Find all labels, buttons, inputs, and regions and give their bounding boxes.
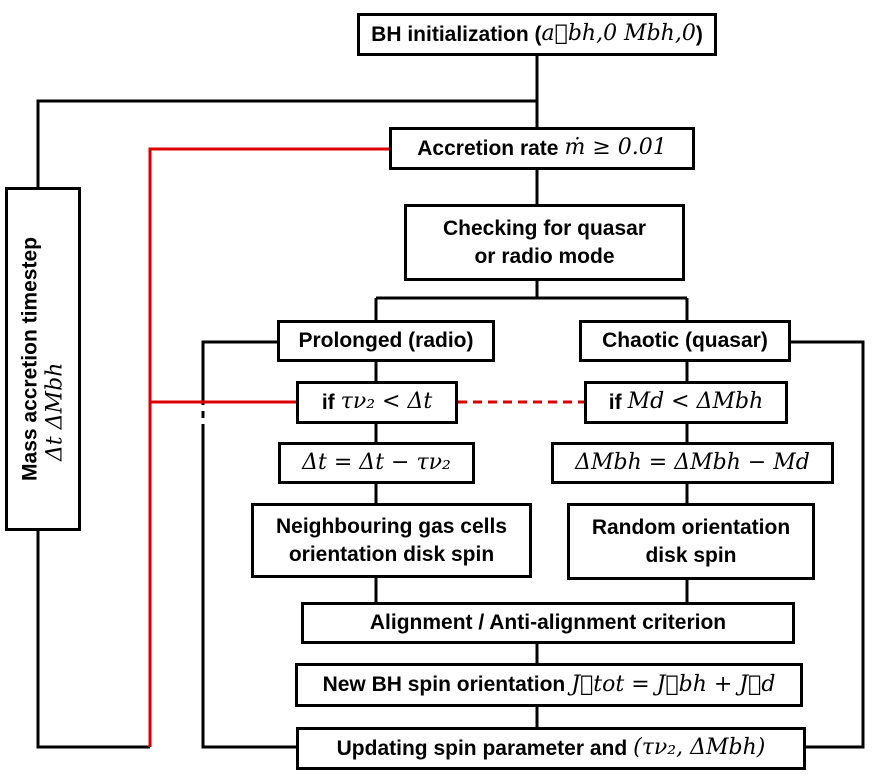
checking-line1: Checking for quasar — [442, 217, 647, 241]
prolonged-radio-box: Prolonged (radio) — [277, 320, 495, 362]
dm-update-math: ΔMbh = ΔMbh − Md — [575, 449, 810, 475]
chaotic-quasar-box: Chaotic (quasar) — [579, 320, 791, 362]
connector-timestep-bottom — [36, 531, 150, 749]
accretion-rate-label: Accretion rate — [417, 136, 559, 160]
alignment-label: Alignment / Anti-alignment criterion — [369, 611, 727, 635]
new-spin-math: J⃗tot = J⃗bh + J⃗d — [571, 671, 776, 697]
bh-init-math: a⃗bh,0 Mbh,0 — [541, 21, 696, 47]
updating-spin-box: Updating spin parameter and (τν₂, ΔMbh) — [296, 727, 806, 770]
mass-timestep-math: Δt ΔMbh — [42, 362, 68, 461]
updating-label: Updating spin parameter and — [336, 736, 628, 760]
if-tau-label: if — [321, 390, 335, 414]
dt-update-box: Δt = Δt − τν₂ — [278, 442, 475, 484]
alignment-criterion-box: Alignment / Anti-alignment criterion — [301, 602, 795, 644]
connector-prolonged-loop-bottom — [201, 428, 296, 749]
chaotic-label: Chaotic (quasar) — [602, 329, 768, 353]
prolonged-label: Prolonged (radio) — [298, 329, 474, 353]
neighbouring-line1: Neighbouring gas cells — [275, 515, 508, 539]
connector-chaotic-loop — [791, 340, 865, 749]
connector-prolonged-loop-top — [201, 340, 279, 398]
mass-timestep-text: Mass accretion timestep Δt ΔMbh — [19, 237, 68, 481]
dm-update-box: ΔMbh = ΔMbh − Md — [551, 442, 834, 484]
if-md-math: Md < ΔMbh — [627, 389, 764, 415]
if-md-box: if Md < ΔMbh — [584, 381, 788, 424]
neighbouring-line2: orientation disk spin — [288, 542, 495, 566]
mass-timestep-label: Mass accretion timestep — [18, 237, 42, 481]
bh-init-close: ) — [695, 22, 703, 46]
dt-update-math: Δt = Δt − τν₂ — [302, 449, 451, 475]
checking-line2: or radio mode — [474, 244, 615, 268]
bh-init-label: BH initialization ( — [371, 22, 542, 46]
new-spin-box: New BH spin orientation J⃗tot = J⃗bh + J… — [295, 663, 803, 707]
checking-mode-box: Checking for quasar or radio mode — [404, 204, 685, 281]
if-md-label: if — [608, 390, 622, 414]
new-spin-label: New BH spin orientation — [322, 673, 566, 697]
random-line1: Random orientation — [591, 516, 791, 540]
if-tau-math: τν₂ < Δt — [340, 389, 433, 415]
random-line2: disk spin — [645, 543, 737, 567]
connector-init-to-timestep — [36, 99, 537, 187]
accretion-rate-box: Accretion rate ṁ ≥ 0.01 — [389, 127, 695, 170]
updating-math: (τν₂, ΔMbh) — [633, 735, 766, 761]
red-loop-main — [148, 147, 389, 747]
neighbouring-gas-box: Neighbouring gas cells orientation disk … — [251, 503, 532, 578]
bh-init-box: BH initialization ( a⃗bh,0 Mbh,0 ) — [357, 13, 717, 56]
random-orientation-box: Random orientation disk spin — [567, 503, 815, 580]
if-tau-box: if τν₂ < Δt — [296, 381, 458, 424]
accretion-rate-math: ṁ ≥ 0.01 — [564, 135, 667, 161]
mass-timestep-box: Mass accretion timestep Δt ΔMbh — [5, 187, 81, 531]
